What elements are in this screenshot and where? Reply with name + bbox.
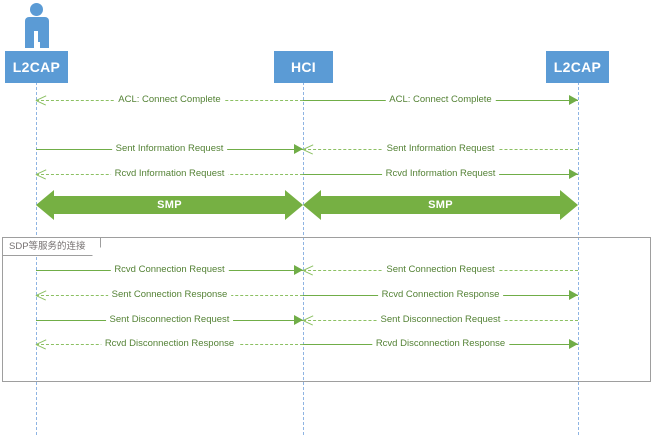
message-rcvd-information-request-left[interactable]: Rcvd Information Request — [35, 167, 303, 182]
arrowhead-solid-right — [569, 339, 578, 349]
message-label: Sent Information Request — [111, 142, 228, 156]
message-rcvd-connection-response-right[interactable]: Rcvd Connection Response — [303, 288, 578, 303]
lifeline-l2cap-right — [578, 82, 579, 435]
message-sent-information-request-left[interactable]: Sent Information Request — [36, 142, 303, 157]
participant-l2cap-left[interactable]: L2CAP — [5, 51, 68, 83]
message-label: ACL: Connect Complete — [385, 93, 496, 107]
arrowhead-solid-right — [569, 169, 578, 179]
message-rcvd-disconnection-response-left[interactable]: Rcvd Disconnection Response — [35, 337, 303, 352]
message-label: Rcvd Disconnection Response — [371, 337, 510, 351]
arrowhead-block-left — [303, 190, 321, 220]
message-label: Sent Disconnection Request — [376, 313, 505, 327]
message-acl-connect-complete-left[interactable]: ACL: Connect Complete — [35, 93, 303, 108]
person-head — [30, 3, 43, 16]
message-label: Sent Connection Response — [107, 288, 232, 302]
arrowhead-block-right — [560, 190, 578, 220]
fragment-label: SDP等服务的连接 — [3, 238, 101, 256]
participant-hci[interactable]: HCI — [274, 51, 333, 83]
block-arrow-smp-left[interactable]: SMP — [36, 190, 303, 220]
fragment-box: SDP等服务的连接 — [2, 237, 651, 382]
participant-label: HCI — [290, 59, 316, 75]
person-leg-left — [25, 31, 34, 48]
arrowhead-block-left — [36, 190, 54, 220]
message-label: Rcvd Connection Request — [110, 263, 229, 277]
participant-label: L2CAP — [553, 59, 602, 75]
message-label: Rcvd Connection Response — [377, 288, 504, 302]
block-arrow-label: SMP — [157, 199, 182, 211]
message-sent-disconnection-request-right[interactable]: Sent Disconnection Request — [302, 313, 578, 328]
arrowhead-solid-right — [294, 265, 303, 275]
arrowhead-solid-right — [294, 315, 303, 325]
message-rcvd-connection-request-left[interactable]: Rcvd Connection Request — [36, 263, 303, 278]
arrowhead-block-right — [285, 190, 303, 220]
message-label: Rcvd Information Request — [381, 167, 500, 181]
person-icon — [24, 3, 50, 48]
message-label: ACL: Connect Complete — [114, 93, 225, 107]
arrowhead-solid-right — [294, 144, 303, 154]
lifeline-l2cap-left — [36, 82, 37, 435]
message-sent-disconnection-request-left[interactable]: Sent Disconnection Request — [36, 313, 303, 328]
message-sent-information-request-right[interactable]: Sent Information Request — [302, 142, 578, 157]
message-label: Rcvd Disconnection Response — [100, 337, 239, 351]
lifeline-hci — [303, 82, 304, 435]
message-label: Sent Disconnection Request — [105, 313, 234, 327]
person-leg-right — [40, 31, 49, 48]
block-arrow-label: SMP — [428, 199, 453, 211]
participant-label: L2CAP — [12, 59, 61, 75]
person-leg-gap — [34, 31, 38, 48]
block-arrow-shaft — [53, 196, 286, 214]
message-acl-connect-complete-right[interactable]: ACL: Connect Complete — [303, 93, 578, 108]
arrowhead-solid-right — [569, 290, 578, 300]
message-sent-connection-request-right[interactable]: Sent Connection Request — [302, 263, 578, 278]
message-label: Sent Connection Request — [382, 263, 499, 277]
message-label: Sent Information Request — [382, 142, 499, 156]
message-rcvd-information-request-right[interactable]: Rcvd Information Request — [303, 167, 578, 182]
message-label: Rcvd Information Request — [110, 167, 229, 181]
participant-l2cap-right[interactable]: L2CAP — [546, 51, 609, 83]
arrowhead-solid-right — [569, 95, 578, 105]
message-sent-connection-response-left[interactable]: Sent Connection Response — [35, 288, 303, 303]
message-rcvd-disconnection-response-right[interactable]: Rcvd Disconnection Response — [303, 337, 578, 352]
block-arrow-smp-right[interactable]: SMP — [303, 190, 578, 220]
block-arrow-shaft — [320, 196, 561, 214]
